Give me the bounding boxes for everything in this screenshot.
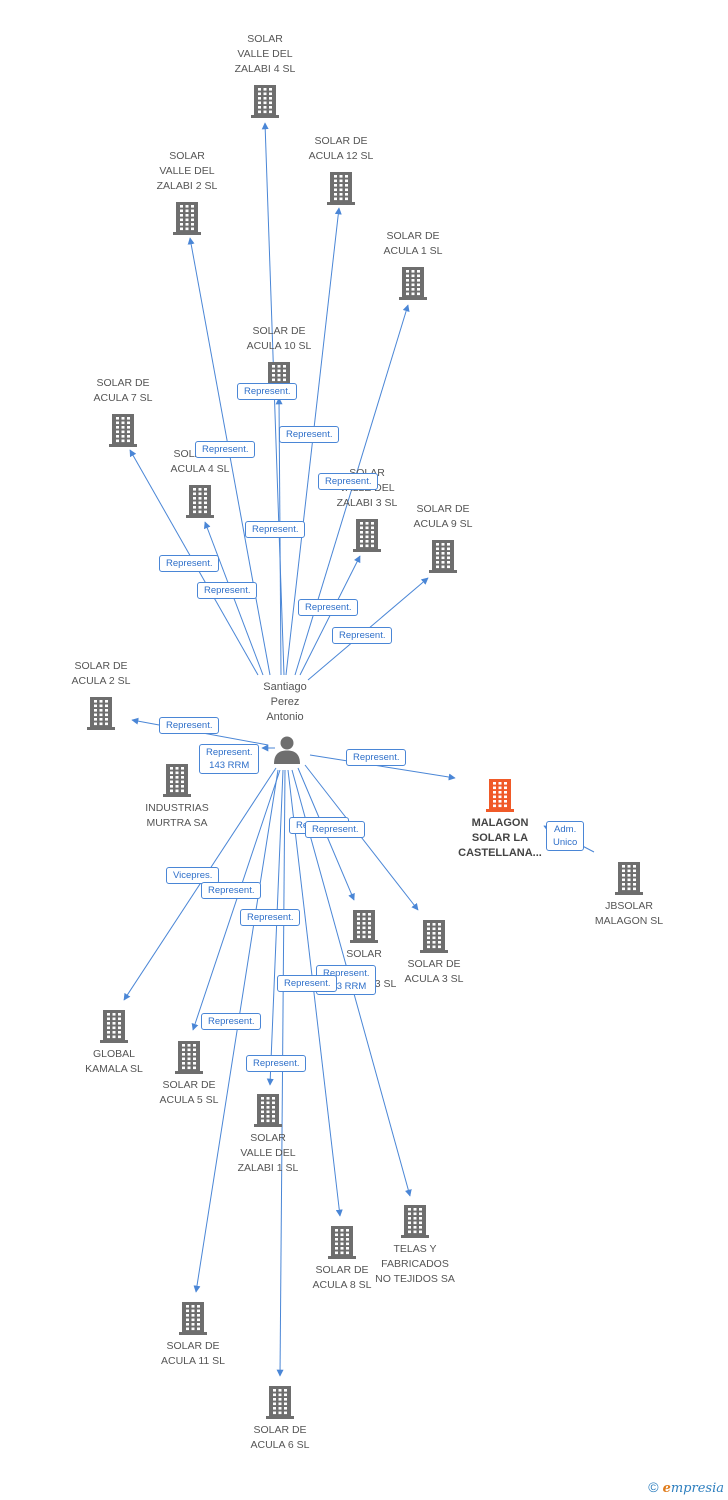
building-icon [174, 1040, 204, 1079]
edge-acula11 [193, 769, 279, 1293]
edge-label-zalabi2[interactable]: Represent. [195, 441, 256, 458]
company-label-acula5[interactable]: SOLAR DE ACULA 5 SL [159, 1079, 219, 1106]
company-node-acula9[interactable] [428, 539, 458, 578]
edge-acula6 [276, 769, 286, 1377]
person-icon [274, 736, 300, 764]
edge-label-zalabi1[interactable]: Represent. [246, 1055, 307, 1072]
building-icon [352, 518, 382, 557]
building-icon [162, 763, 192, 802]
company-node-kamala[interactable] [99, 1009, 129, 1048]
company-node-acula2[interactable] [86, 696, 116, 735]
edge-label-acula9[interactable]: Represent. [332, 627, 393, 644]
building-icon [398, 266, 428, 305]
edge-kamala [123, 767, 277, 1001]
company-label-acula8[interactable]: SOLAR DE ACULA 8 SL [312, 1264, 372, 1291]
edge-label-zalabi3[interactable]: Represent. [298, 599, 359, 616]
company-label-acula6[interactable]: SOLAR DE ACULA 6 SL [250, 1424, 310, 1451]
building-icon [265, 1385, 295, 1424]
building-icon [400, 1204, 430, 1243]
building-icon [327, 1225, 357, 1264]
edge-label-telas[interactable]: Represent. [277, 975, 338, 992]
building-icon [419, 919, 449, 958]
company-node-acula5[interactable] [174, 1040, 204, 1079]
edge-acula5 [191, 769, 281, 1031]
company-node-acula11[interactable] [178, 1301, 208, 1340]
company-node-acula8[interactable] [327, 1225, 357, 1264]
edge-label-acula11[interactable]: Represent. [201, 882, 262, 899]
company-label-acula2[interactable]: SOLAR DE ACULA 2 SL [71, 660, 131, 687]
company-label-zalabi2[interactable]: SOLAR VALLE DEL ZALABI 2 SL [156, 150, 218, 192]
company-node-zalabi2[interactable] [172, 201, 202, 240]
company-label-kamala[interactable]: GLOBAL KAMALA SL [85, 1048, 143, 1075]
building-icon [172, 201, 202, 240]
building-icon [349, 909, 379, 948]
company-label-acula11[interactable]: SOLAR DE ACULA 11 SL [160, 1340, 225, 1367]
company-node-acula6[interactable] [265, 1385, 295, 1424]
building-icon [185, 484, 215, 523]
building-icon [99, 1009, 129, 1048]
company-node-acula1[interactable] [398, 266, 428, 305]
edge-zalabi1 [266, 769, 284, 1086]
company-node-zalabi4[interactable] [250, 84, 280, 123]
company-node-acula12[interactable] [326, 171, 356, 210]
company-label-jbsolar[interactable]: JBSOLAR MALAGON SL [594, 900, 664, 927]
building-icon [614, 861, 644, 900]
company-node-acula7[interactable] [108, 413, 138, 452]
company-node-murtra[interactable] [162, 763, 192, 802]
edge-label-acula10[interactable]: Represent. [245, 521, 306, 538]
company-label-acula12[interactable]: SOLAR DE ACULA 12 SL [308, 135, 374, 162]
building-icon [326, 171, 356, 210]
edge-label-zalabi4[interactable]: Represent. [237, 383, 298, 400]
company-node-zalabi1[interactable] [253, 1093, 283, 1132]
company-label-murtra[interactable]: INDUSTRIAS MURTRA SA [145, 802, 209, 829]
empresia-watermark: ©empresia [648, 1479, 724, 1496]
edge-label-malagon[interactable]: Represent. [346, 749, 407, 766]
building-icon [485, 778, 515, 817]
edge-label-acula8[interactable]: Represent. [240, 909, 301, 926]
company-label-acula9[interactable]: SOLAR DE ACULA 9 SL [413, 503, 473, 530]
edge-label-murtra[interactable]: Represent. 143 RRM [199, 744, 260, 774]
edge-label-kamala[interactable]: Vicepres. [166, 867, 220, 884]
edge-malagon [309, 754, 456, 781]
edge-label-acula12[interactable]: Represent. [279, 426, 340, 443]
person-node[interactable] [272, 735, 302, 770]
building-icon [178, 1301, 208, 1340]
edge-label-acula4[interactable]: Represent. [197, 582, 258, 599]
edge-acula8 [287, 769, 343, 1217]
company-node-telas[interactable] [400, 1204, 430, 1243]
company-node-acula4[interactable] [185, 484, 215, 523]
company-node-zalabi3[interactable] [352, 518, 382, 557]
company-label-acula1[interactable]: SOLAR DE ACULA 1 SL [383, 230, 443, 257]
copyright-symbol: © [648, 1479, 659, 1495]
company-label-telas[interactable]: TELAS Y FABRICADOS NO TEJIDOS SA [375, 1243, 455, 1285]
building-icon [428, 539, 458, 578]
edge-label-acula6[interactable]: Represent. [305, 821, 366, 838]
edge-label-jbsolar[interactable]: Adm. Unico [546, 821, 585, 851]
company-node-acula13[interactable] [349, 909, 379, 948]
brand-name: mpresia [670, 1481, 724, 1496]
company-node-malagon[interactable] [485, 778, 515, 817]
building-icon [86, 696, 116, 735]
building-icon [108, 413, 138, 452]
company-label-acula3[interactable]: SOLAR DE ACULA 3 SL [404, 958, 464, 985]
brand-initial: e [662, 1481, 671, 1496]
company-label-acula7[interactable]: SOLAR DE ACULA 7 SL [93, 377, 153, 404]
company-label-malagon[interactable]: MALAGON SOLAR LA CASTELLANA... [458, 817, 542, 859]
company-label-zalabi4[interactable]: SOLAR VALLE DEL ZALABI 4 SL [234, 33, 296, 75]
edge-label-acula1[interactable]: Represent. [318, 473, 379, 490]
edge-label-acula7[interactable]: Represent. [159, 555, 220, 572]
building-icon [250, 84, 280, 123]
company-label-zalabi1[interactable]: SOLAR VALLE DEL ZALABI 1 SL [237, 1132, 299, 1174]
edge-label-acula2[interactable]: Represent. [159, 717, 220, 734]
company-label-acula10[interactable]: SOLAR DE ACULA 10 SL [246, 325, 312, 352]
company-node-acula3[interactable] [419, 919, 449, 958]
building-icon [253, 1093, 283, 1132]
company-node-jbsolar[interactable] [614, 861, 644, 900]
person-name[interactable]: Santiago Perez Antonio [263, 681, 307, 723]
edge-label-acula5[interactable]: Represent. [201, 1013, 262, 1030]
